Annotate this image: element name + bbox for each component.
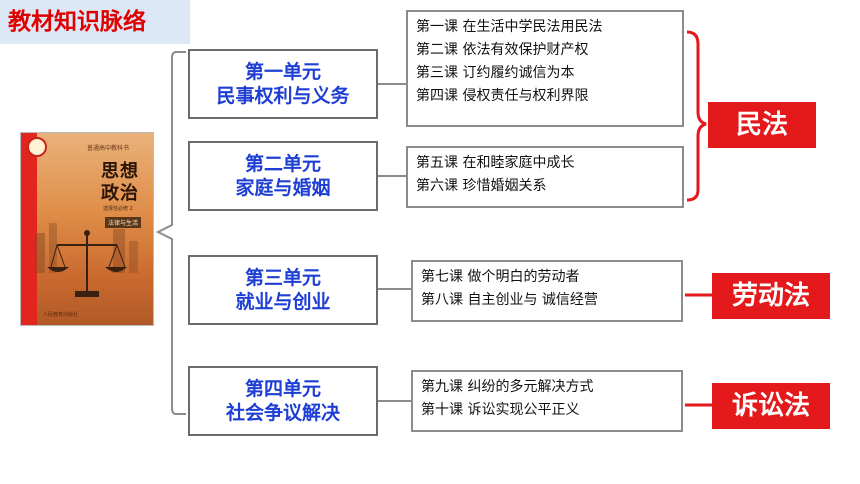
unit-1-lessons: 第一课 在生活中学民法用民法 第二课 依法有效保护财产权 第三课 订约履约诚信为… (406, 10, 684, 127)
civil-law-brace (686, 30, 707, 202)
lesson-10: 第十课 诉讼实现公平正义 (421, 402, 580, 418)
unit-3-lessons: 第七课 做个明白的劳动者 第八课 自主创业与 诚信经营 (411, 260, 683, 322)
units-brace (155, 51, 186, 415)
lesson-2: 第二课 依法有效保护财产权 (416, 42, 589, 58)
book-publisher: 人民教育出版社 (43, 312, 79, 318)
lesson-5: 第五课 在和睦家庭中成长 (416, 155, 575, 171)
unit-1-box: 第一单元 民事权利与义务 (188, 49, 378, 119)
unit-3-name: 就业与创业 (235, 291, 331, 313)
unit-1-number: 第一单元 (244, 61, 321, 83)
book-title-line1: 思想 (101, 161, 139, 182)
law-label-labor: 劳动法 (712, 273, 830, 319)
book-subtitle: 选择性必修 2 (103, 206, 133, 212)
cover-stripe (21, 133, 37, 325)
unit-3-box: 第三单元 就业与创业 (188, 255, 378, 325)
scales-of-justice-icon (35, 223, 138, 297)
lesson-7: 第七课 做个明白的劳动者 (421, 269, 580, 285)
unit-1-name: 民事权利与义务 (216, 85, 350, 107)
unit-3-number: 第三单元 (244, 267, 321, 289)
unit-4-name: 社会争议解决 (225, 402, 340, 424)
unit-4-number: 第四单元 (244, 378, 321, 400)
book-series: 普通高中教科书 (87, 145, 130, 152)
unit-2-box: 第二单元 家庭与婚姻 (188, 141, 378, 211)
lesson-3: 第三课 订约履约诚信为本 (416, 65, 575, 81)
publisher-emblem-icon (27, 137, 47, 157)
unit-2-lessons: 第五课 在和睦家庭中成长 第六课 珍惜婚姻关系 (406, 146, 684, 208)
book-title: 思想 政治 (101, 161, 149, 205)
page-title: 教材知识脉络 (0, 0, 190, 44)
unit-2-number: 第二单元 (244, 153, 321, 175)
lesson-4: 第四课 侵权责任与权利界限 (416, 88, 589, 104)
lesson-9: 第九课 纠纷的多元解决方式 (421, 379, 594, 395)
book-title-line2: 政治 (101, 183, 139, 204)
book-label: 法律与生活 (105, 217, 142, 228)
law-label-civil: 民法 (708, 102, 816, 148)
textbook-cover: 普通高中教科书 思想 政治 选择性必修 2 法律与生活 人民教育出版社 (20, 132, 154, 326)
lesson-1: 第一课 在生活中学民法用民法 (416, 19, 603, 35)
lesson-6: 第六课 珍惜婚姻关系 (416, 178, 547, 194)
unit-4-box: 第四单元 社会争议解决 (188, 366, 378, 436)
law-label-litigation: 诉讼法 (712, 383, 830, 429)
unit-2-name: 家庭与婚姻 (235, 177, 331, 199)
unit-4-lessons: 第九课 纠纷的多元解决方式 第十课 诉讼实现公平正义 (411, 370, 683, 432)
lesson-8: 第八课 自主创业与 诚信经营 (421, 292, 598, 308)
